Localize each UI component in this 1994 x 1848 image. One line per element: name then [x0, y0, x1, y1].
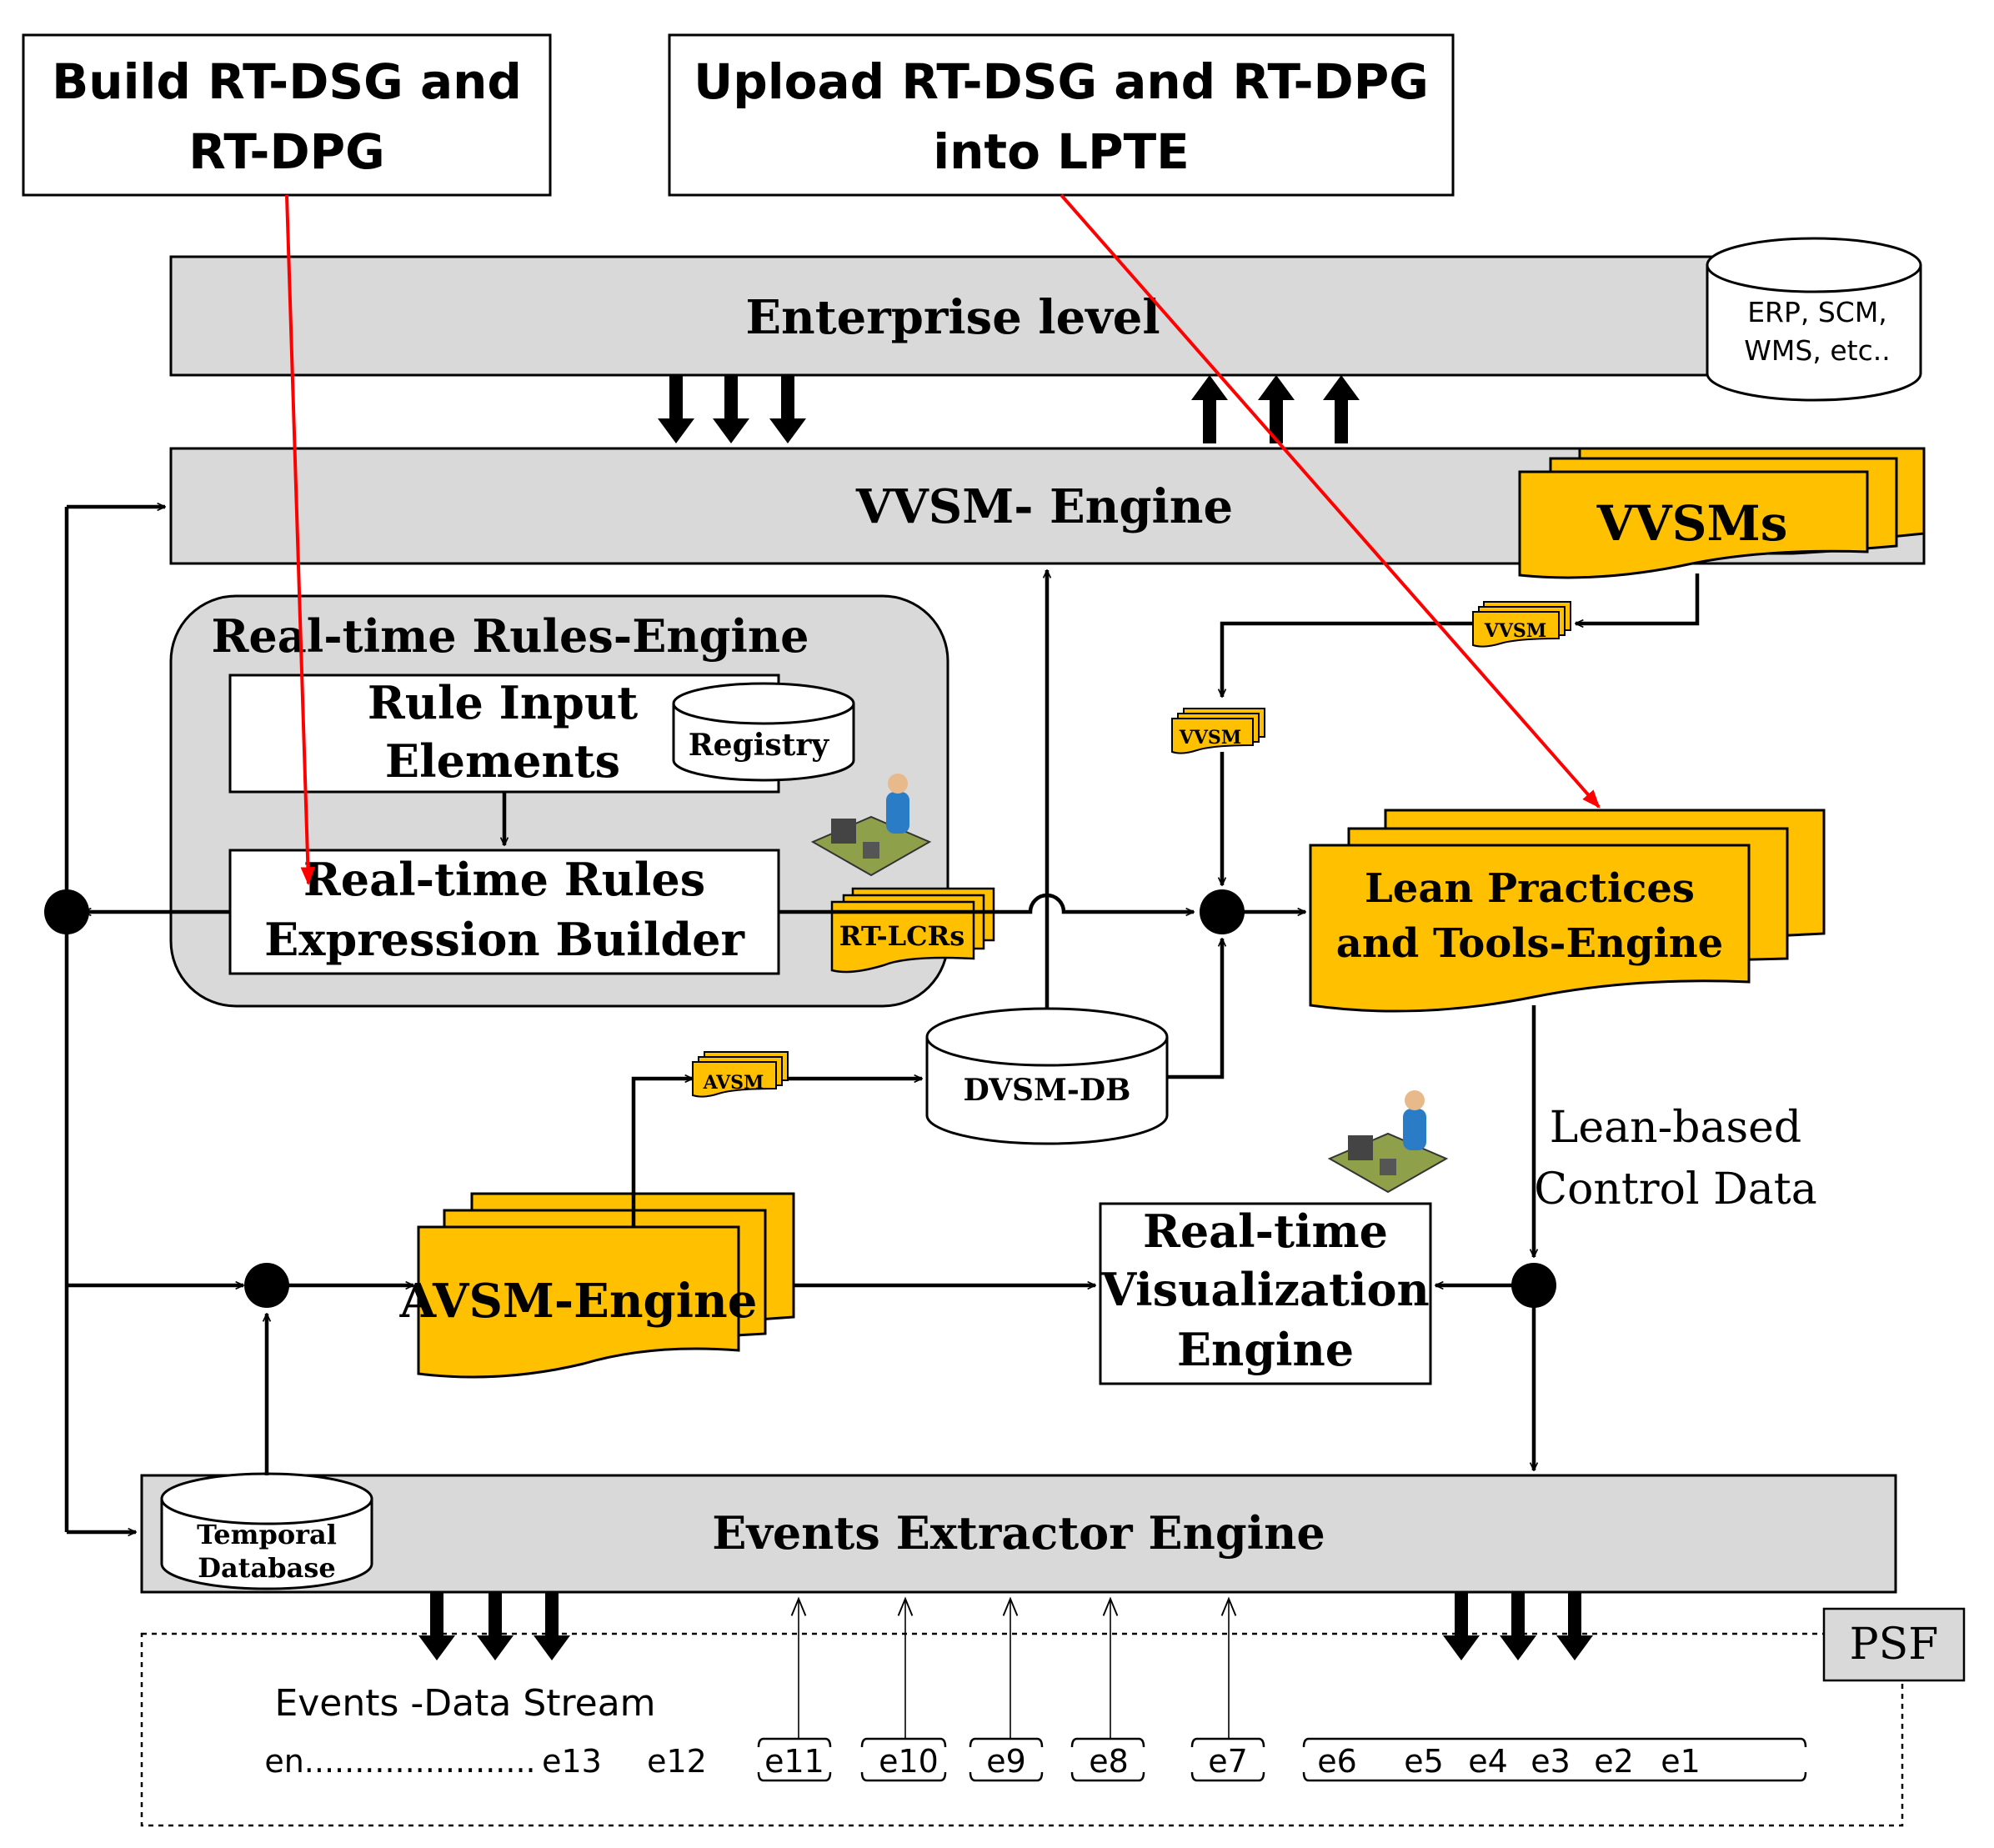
erp-label-line1: ERP, SCM,: [1747, 296, 1887, 328]
enterprise-label: Enterprise level: [745, 290, 1160, 345]
build-rt-dsg-box: Build RT-DSG and RT-DPG: [22, 33, 552, 197]
viz-label-line2: Visualization: [1100, 1263, 1430, 1316]
vvsms-label: VVSMs: [1596, 495, 1788, 552]
event-e11: e11: [764, 1743, 824, 1780]
lean-control-label-line2: Control Data: [1534, 1164, 1816, 1214]
dvsm-database: DVSM-DB: [925, 1007, 1169, 1145]
lean-practices-engine: Lean Practices and Tools-Engine: [1309, 809, 1826, 1013]
dvsm-db-label: DVSM-DB: [964, 1073, 1131, 1108]
vvsm-small-doc-2: VVSM: [1171, 708, 1265, 754]
lean-control-label-line1: Lean-based: [1550, 1103, 1801, 1153]
vvsms-document-stack: VVSMs: [1518, 447, 1926, 579]
erp-label-line2: WMS, etc..: [1744, 334, 1890, 367]
event-e2: e2: [1594, 1743, 1634, 1780]
erp-database: ERP, SCM, WMS, etc..: [1706, 237, 1922, 402]
junction-dots: [44, 889, 1556, 1308]
event-e8: e8: [1089, 1743, 1129, 1780]
event-en: en.......................: [264, 1743, 535, 1780]
registry-database: Registry: [672, 682, 855, 782]
rule-input-line1: Rule Input: [368, 676, 638, 729]
events-extractor-box: Events Extractor Engine: [140, 1474, 1897, 1594]
event-e4: e4: [1468, 1743, 1508, 1780]
event-up-arrows: [799, 1599, 1229, 1739]
avsm-engine-label: AVSM-Engine: [399, 1274, 758, 1329]
rules-builder-line2: Expression Builder: [264, 913, 744, 966]
event-e1: e1: [1661, 1743, 1701, 1780]
avsm-doc-label: AVSM: [703, 1072, 764, 1094]
visualization-engine-box: Real-time Visualization Engine: [1099, 1202, 1432, 1385]
event-e9: e9: [986, 1743, 1026, 1780]
temporal-label-line1: Temporal: [197, 1519, 337, 1550]
rules-expression-builder-box: Real-time Rules Expression Builder: [228, 849, 780, 975]
events-stream-label: Events -Data Stream: [274, 1682, 655, 1725]
extractor-to-stream-arrows: [418, 1592, 1593, 1660]
event-e6: e6: [1317, 1743, 1357, 1780]
rt-lcrs-document-stack: RT-LCRs: [830, 887, 995, 974]
lean-label-line1: Lean Practices: [1365, 865, 1695, 912]
enterprise-level-box: Enterprise level: [169, 255, 1792, 377]
event-e12: e12: [647, 1743, 707, 1780]
event-e7: e7: [1208, 1743, 1248, 1780]
red-arrows: [285, 193, 1601, 886]
vvsm-small-doc-1: VVSM: [1472, 601, 1571, 648]
event-e3: e3: [1531, 1743, 1571, 1780]
events-extractor-label: Events Extractor Engine: [712, 1506, 1325, 1560]
avsm-engine: AVSM-Engine: [399, 1192, 795, 1379]
avsm-small-doc: AVSM: [692, 1051, 789, 1098]
enterprise-down-arrows: [658, 375, 806, 443]
lean-label-line2: and Tools-Engine: [1336, 920, 1723, 967]
event-labels: en....................... e13 e12 e11 e1…: [264, 1743, 1700, 1780]
rt-lcrs-label: RT-LCRs: [839, 920, 964, 952]
psf-label: PSF: [1850, 1620, 1939, 1670]
connectors: [64, 507, 1700, 1532]
upload-label-line1: Upload RT-DSG and RT-DPG: [694, 53, 1429, 110]
event-e13: e13: [542, 1743, 602, 1780]
upload-lpte-box: Upload RT-DSG and RT-DPG into LPTE: [668, 33, 1455, 197]
rule-input-line2: Elements: [385, 734, 620, 788]
build-label-line2: RT-DPG: [188, 123, 384, 180]
event-e5: e5: [1404, 1743, 1444, 1780]
event-brackets: [757, 1737, 1807, 1782]
viewer-icon: [1327, 1090, 1449, 1194]
registry-label: Registry: [689, 728, 830, 763]
event-e10: e10: [879, 1743, 939, 1780]
vvsm-doc-2-label: VVSM: [1179, 727, 1241, 749]
operator-icon: [810, 774, 932, 877]
psf-area: PSF: [140, 1607, 1966, 1827]
viz-label-line3: Engine: [1177, 1323, 1354, 1376]
upload-label-line2: into LPTE: [933, 123, 1190, 180]
enterprise-up-arrows: [1191, 375, 1360, 443]
temporal-database: Temporal Database: [160, 1472, 373, 1590]
build-label-line1: Build RT-DSG and: [52, 53, 522, 110]
rules-builder-line1: Real-time Rules: [303, 853, 705, 906]
rules-engine-label: Real-time Rules-Engine: [211, 609, 809, 663]
vvsm-engine-label: VVSM- Engine: [855, 479, 1233, 534]
viz-label-line1: Real-time: [1143, 1204, 1388, 1258]
vvsm-doc-1-label: VVSM: [1484, 620, 1546, 642]
temporal-label-line2: Database: [198, 1552, 335, 1584]
